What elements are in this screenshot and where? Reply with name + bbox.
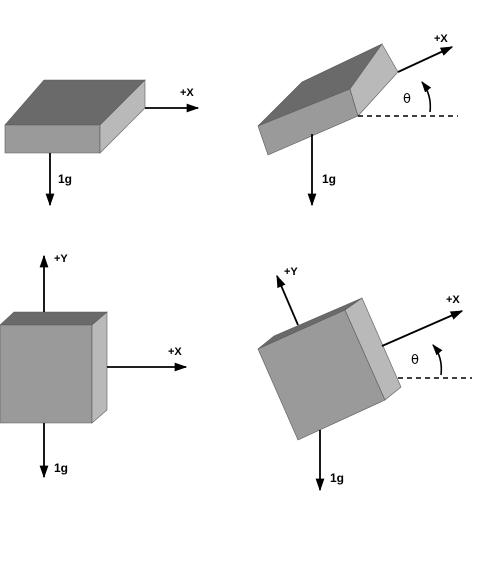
flat-board-tilted: [257, 43, 399, 156]
board-front-face: [4, 124, 101, 154]
gravity-label: 1g: [54, 461, 68, 475]
y-axis-arrow: [276, 274, 299, 326]
angle-label: θ: [403, 92, 411, 107]
x-axis-label: +X: [180, 87, 194, 99]
cube: [0, 311, 108, 424]
gravity-label: 1g: [330, 471, 344, 485]
angle-arc: [421, 81, 432, 113]
cube-tilted: [257, 297, 402, 441]
x-axis-arrow: [397, 46, 454, 73]
x-axis-label: +X: [446, 294, 460, 306]
panel-cube-tilted: +Y +X θ 1g: [257, 266, 472, 492]
x-axis-label: +X: [434, 33, 448, 45]
board-side-face: [349, 43, 399, 117]
cube-top-face: [0, 311, 108, 326]
cube-side-face: [344, 297, 402, 401]
flat-board: [4, 79, 146, 154]
angle-arc: [432, 344, 443, 376]
panel-flat-level: +X 1g: [4, 79, 200, 207]
y-axis-label: +Y: [54, 253, 68, 265]
cube-side-face: [91, 311, 108, 424]
gravity-label: 1g: [322, 172, 336, 186]
panel-flat-tilted: +X θ 1g: [257, 33, 458, 207]
angle-label: θ: [411, 353, 419, 368]
panel-cube-level: +Y +X 1g: [0, 253, 188, 479]
cube-front-face: [0, 324, 93, 424]
gravity-label: 1g: [58, 172, 72, 186]
y-axis-label: +Y: [284, 266, 298, 278]
x-axis-arrow: [381, 310, 464, 347]
x-axis-label: +X: [168, 346, 182, 358]
